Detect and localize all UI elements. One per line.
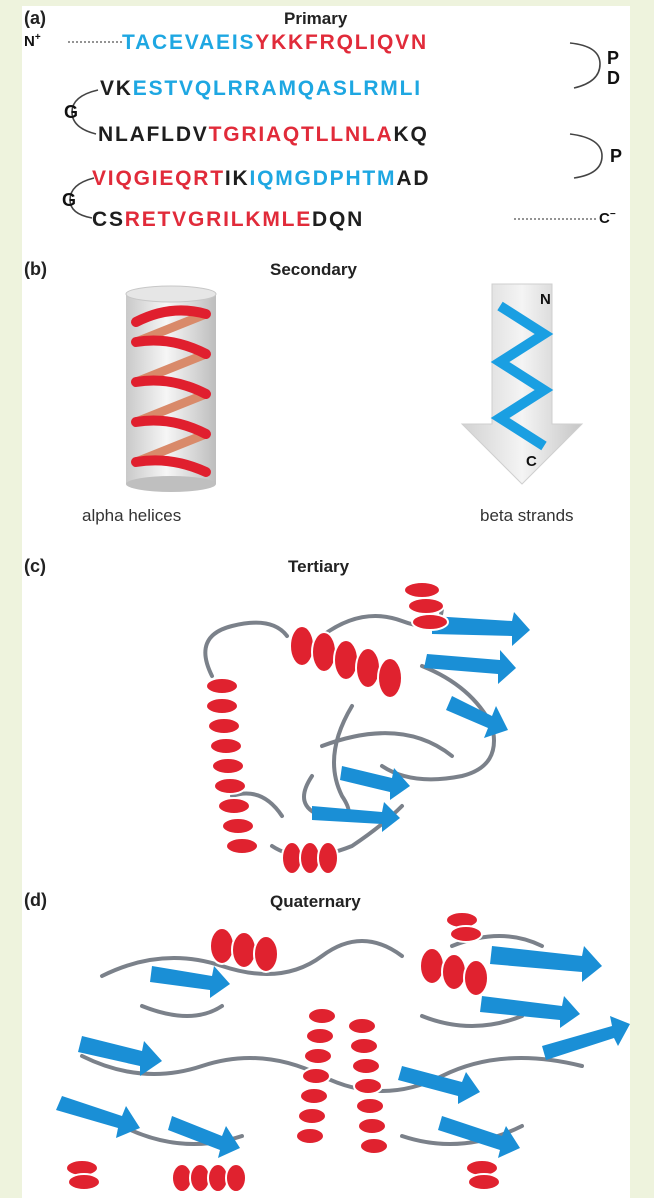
n-terminus-label: N+	[24, 32, 41, 50]
sequence-line-3: NLAFLDVTGRIAQTLLNLAKQ	[98, 123, 429, 147]
turn-residue: P	[607, 48, 619, 69]
beta-strand-arrow-icon: N C	[452, 284, 592, 504]
seq-segment: TACEVAEIS	[122, 31, 255, 54]
tertiary-structure-illustration	[22, 566, 630, 886]
seq-segment: TGRIAQTLLNLA	[209, 123, 394, 146]
sequence-line-2: VKESTVQLRRAMQASLRMLI	[100, 77, 422, 101]
seq-segment: IQMGDPHTM	[250, 167, 397, 190]
connector-right-1	[570, 43, 600, 88]
alpha-helix-cylinder-icon	[116, 284, 236, 504]
turn-residue: D	[607, 68, 620, 89]
seq-segment: IK	[225, 167, 250, 190]
connector-right-2	[570, 134, 602, 178]
alpha-helices-caption: alpha helices	[82, 506, 181, 526]
seq-segment: ESTVQLRRAMQASLRMLI	[133, 77, 422, 100]
panel-b-title: Secondary	[270, 260, 357, 280]
quaternary-strands	[56, 946, 630, 1158]
seq-segment: KQ	[394, 123, 429, 146]
c-terminus-label: C−	[599, 209, 616, 227]
seq-segment: NLAFLDV	[98, 123, 209, 146]
sequence-line-5: CSRETVGRILKMLEDQN	[92, 208, 364, 232]
figure-card: (a) Primary N+ C− TACEVAEISYKKFRQLIQVN P…	[22, 6, 630, 1198]
seq-segment: DQN	[312, 208, 364, 231]
turn-residue: G	[62, 190, 76, 211]
strand-n-label: N	[540, 291, 551, 308]
quaternary-structure-illustration	[22, 906, 630, 1196]
seq-segment: YKKFRQLIQVN	[255, 31, 428, 54]
strand-c-label: C	[526, 453, 537, 470]
turn-residue: P	[610, 146, 622, 167]
seq-segment: RETVGRILKMLE	[125, 208, 312, 231]
sequence-line-4: VIQGIEQRTIKIQMGDPHTMAD	[92, 167, 430, 191]
seq-segment: CS	[92, 208, 125, 231]
sequence-line-1: TACEVAEISYKKFRQLIQVN	[122, 31, 428, 55]
beta-strands-caption: beta strands	[480, 506, 574, 526]
seq-segment: AD	[396, 167, 430, 190]
turn-residue: G	[64, 102, 78, 123]
seq-segment: VK	[100, 77, 133, 100]
seq-segment: VIQGIEQRT	[92, 167, 225, 190]
panel-b-label: (b)	[24, 259, 47, 280]
